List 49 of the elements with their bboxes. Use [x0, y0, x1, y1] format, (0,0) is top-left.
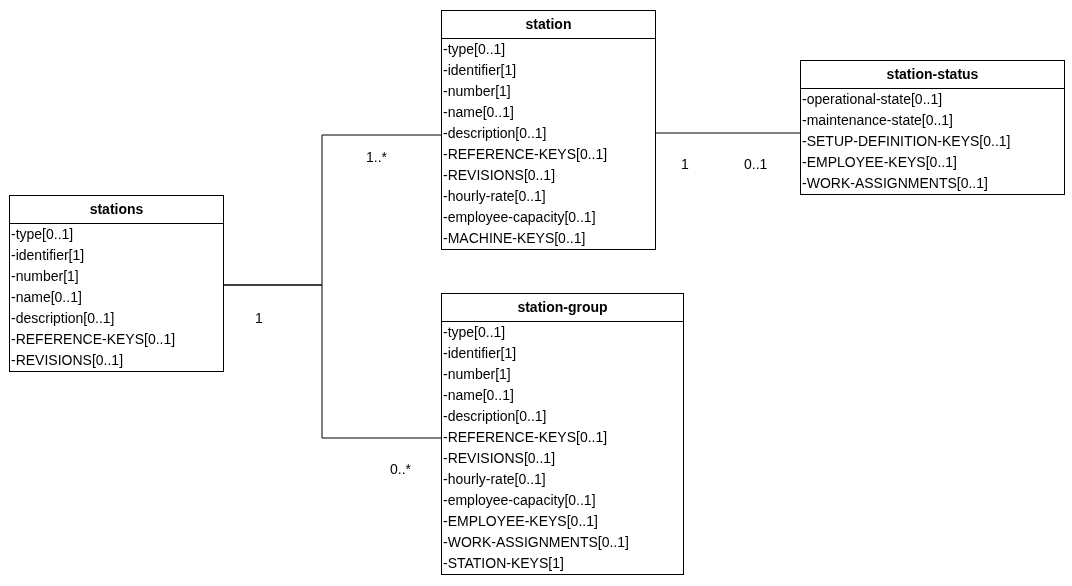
- attribute-text: -description[0..1]: [10, 309, 115, 328]
- attribute-text: -MACHINE-KEYS[0..1]: [442, 229, 586, 248]
- attribute-text: -number[1]: [10, 267, 79, 286]
- attribute-text: -name[0..1]: [442, 386, 514, 405]
- attribute-text: -REFERENCE-KEYS[0..1]: [442, 428, 608, 447]
- class-name: station-group: [442, 294, 683, 322]
- class-box: [9, 195, 224, 372]
- attribute-text: -identifier[1]: [442, 61, 517, 80]
- attribute-text: -REVISIONS[0..1]: [442, 166, 556, 185]
- association-line: [223, 284, 442, 439]
- attribute-text: -EMPLOYEE-KEYS[0..1]: [442, 512, 598, 531]
- attribute-text: -description[0..1]: [442, 407, 547, 426]
- multiplicity-label: 1: [255, 310, 263, 326]
- attribute-text: -type[0..1]: [442, 40, 506, 59]
- attribute-text: -number[1]: [442, 82, 511, 101]
- attribute-text: -EMPLOYEE-KEYS[0..1]: [801, 153, 957, 172]
- attribute-text: -name[0..1]: [10, 288, 82, 307]
- attribute-text: -name[0..1]: [442, 103, 514, 122]
- attribute-text: -hourly-rate[0..1]: [442, 470, 546, 489]
- attribute-text: -identifier[1]: [442, 344, 517, 363]
- attribute-text: -maintenance-state[0..1]: [801, 111, 953, 130]
- attribute-text: -employee-capacity[0..1]: [442, 208, 596, 227]
- class-name: stations: [10, 196, 223, 224]
- class-name: station-status: [801, 61, 1064, 89]
- class-name: station: [442, 11, 655, 39]
- attribute-text: -SETUP-DEFINITION-KEYS[0..1]: [801, 132, 1011, 151]
- attribute-text: -description[0..1]: [442, 124, 547, 143]
- multiplicity-label: 0..*: [390, 461, 411, 477]
- attribute-text: -identifier[1]: [10, 246, 85, 265]
- attribute-text: -WORK-ASSIGNMENTS[0..1]: [801, 174, 988, 193]
- attribute-text: -employee-capacity[0..1]: [442, 491, 596, 510]
- attribute-text: -STATION-KEYS[1]: [442, 554, 564, 573]
- multiplicity-label: 0..1: [744, 156, 768, 172]
- class-box: [800, 60, 1065, 195]
- attribute-text: -type[0..1]: [442, 323, 506, 342]
- attribute-text: -REVISIONS[0..1]: [10, 351, 124, 370]
- attribute-text: -number[1]: [442, 365, 511, 384]
- class-box: [441, 293, 684, 575]
- attribute-text: -hourly-rate[0..1]: [442, 187, 546, 206]
- class-box: [441, 10, 656, 250]
- attribute-text: -operational-state[0..1]: [801, 90, 943, 109]
- attribute-text: -WORK-ASSIGNMENTS[0..1]: [442, 533, 629, 552]
- attribute-text: -REVISIONS[0..1]: [442, 449, 556, 468]
- attribute-text: -REFERENCE-KEYS[0..1]: [442, 145, 608, 164]
- multiplicity-label: 1: [681, 156, 689, 172]
- attribute-text: -type[0..1]: [10, 225, 74, 244]
- association-line: [655, 132, 801, 134]
- attribute-text: -REFERENCE-KEYS[0..1]: [10, 330, 176, 349]
- multiplicity-label: 1..*: [366, 149, 387, 165]
